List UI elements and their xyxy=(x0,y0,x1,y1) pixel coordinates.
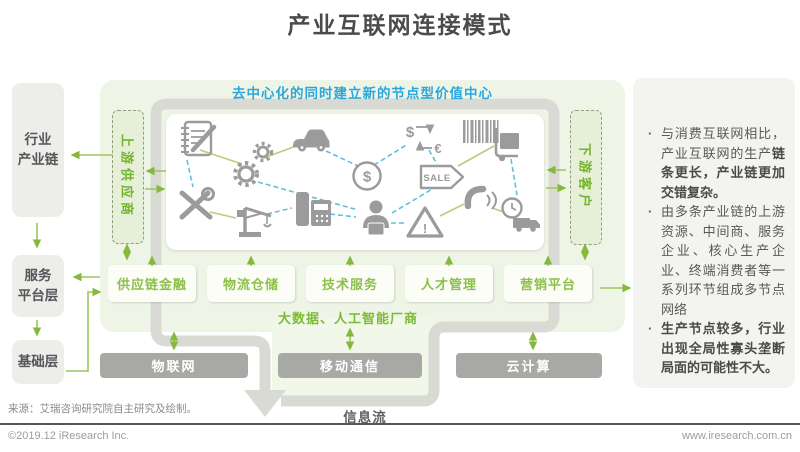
service-box-technical-service: 技术服务 xyxy=(306,265,394,302)
note-text: 由多条产业链的上游资源、中间商、服务企业、核心生产企业、终端消费者等一系列环节组… xyxy=(661,204,785,317)
note-emphasis: 链条更长，产业链更加交错复杂。 xyxy=(661,145,785,200)
layer-infrastructure: 基础层 xyxy=(12,340,64,384)
bigdata-ai-vendor-label: 大数据、人工智能厂商 xyxy=(277,311,418,326)
note-item: · 由多条产业链的上游资源、中间商、服务企业、核心生产企业、终端消费者等一系列环节… xyxy=(647,202,785,319)
decentralization-caption: 去中心化的同时建立新的节点型价值中心 xyxy=(232,86,493,101)
layer-industry-chain: 行业 产业链 xyxy=(12,83,64,217)
infra-box-iot: 物联网 xyxy=(100,353,248,378)
infra-box-mobile-comm: 移动通信 xyxy=(278,353,422,378)
note-item: · 与消费互联网相比，产业互联网的生产链条更长，产业链更加交错复杂。 xyxy=(647,124,785,202)
downstream-customers-label: 下游客户 xyxy=(577,143,593,212)
page-title: 产业互联网连接模式 xyxy=(287,12,513,38)
information-flow-label: 信息流 xyxy=(343,410,387,425)
notes-list: · 与消费互联网相比，产业互联网的生产链条更长，产业链更加交错复杂。 · 由多条产业… xyxy=(647,124,785,378)
bullet-dot: · xyxy=(648,321,653,336)
notes-panel: · 与消费互联网相比，产业互联网的生产链条更长，产业链更加交错复杂。 · 由多条产业… xyxy=(633,78,795,388)
upstream-suppliers-label: 上游供应商 xyxy=(119,134,135,220)
service-box-supply-chain-finance: 供应链金融 xyxy=(108,265,196,302)
note-emphasis: 生产节点较多，行业出现全局性寡头垄断局面的可能性不大。 xyxy=(661,321,785,375)
service-box-marketing-platform: 营销平台 xyxy=(504,265,592,302)
layer-service-platform: 服务 平台层 xyxy=(12,255,64,317)
layer-label-line: 行业 xyxy=(24,132,52,147)
source-note: 来源：艾瑞咨询研究院自主研究及绘制。 xyxy=(8,403,197,415)
layer-label-line: 基础层 xyxy=(17,354,59,369)
arrow-infrastructure-to-container xyxy=(66,287,102,372)
website-link[interactable]: www.iresearch.com.cn xyxy=(681,430,792,442)
copyright: ©2019.12 iResearch Inc. xyxy=(8,430,130,442)
downstream-customers-box: 下游客户 xyxy=(570,110,602,245)
layer-label-line: 产业链 xyxy=(17,152,59,167)
layer-label-line: 服务 xyxy=(24,268,52,283)
layer-label-line: 平台层 xyxy=(17,288,59,303)
icon-panel xyxy=(166,114,544,250)
service-box-logistics-warehousing: 物流仓储 xyxy=(207,265,295,302)
note-item: · 生产节点较多，行业出现全局性寡头垄断局面的可能性不大。 xyxy=(647,319,785,378)
note-text: 与消费互联网相比，产业互联网的生产 xyxy=(661,126,785,161)
footer-divider xyxy=(0,423,800,425)
bullet-dot: · xyxy=(648,126,653,141)
service-box-talent-management: 人才管理 xyxy=(405,265,493,302)
upstream-suppliers-box: 上游供应商 xyxy=(112,110,144,244)
infra-box-cloud-computing: 云计算 xyxy=(456,353,602,378)
bullet-dot: · xyxy=(648,204,653,219)
